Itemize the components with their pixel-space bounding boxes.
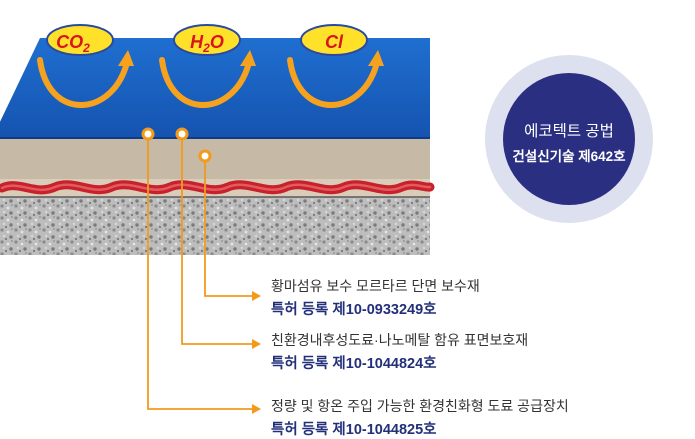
leader-arrow-icon [252, 339, 261, 349]
label-coating: 친환경내후성도료·나노메탈 함유 표면보호재 [271, 332, 529, 348]
molecule-co2: CO2 [46, 24, 114, 56]
marker-dot-coating [175, 127, 189, 141]
emission-arrows [37, 57, 379, 108]
patent-coating: 특허 등록 제10-1044824호 [271, 356, 437, 372]
leader-arrow-icon [252, 404, 261, 414]
molecule-cl: Cl [300, 24, 368, 56]
method-badge: 에코텍트 공법 건설신기술 제642호 [503, 73, 635, 205]
label-supply: 정량 및 항온 주입 가능한 환경친화형 도료 공급장치 [271, 398, 569, 414]
mortar-layer [0, 139, 430, 179]
patent-supply: 특허 등록 제10-1044825호 [271, 422, 437, 438]
concrete-base [0, 197, 430, 255]
marker-dot-supply [141, 127, 155, 141]
arrow-head-icon [368, 50, 384, 66]
badge-subtitle: 건설신기술 제642호 [512, 149, 626, 164]
arrow-head-icon [118, 50, 134, 66]
arrow-head-icon [240, 50, 256, 66]
leader-line-coating [181, 134, 252, 345]
marker-dot-mortar [198, 149, 212, 163]
badge-title: 에코텍트 공법 [524, 123, 614, 140]
svg-text:Cl: Cl [325, 32, 344, 52]
svg-text:CO2: CO2 [56, 32, 90, 55]
svg-text:H2O: H2O [190, 32, 224, 55]
leader-arrow-icon [252, 291, 261, 301]
patent-mortar: 특허 등록 제10-0933249호 [271, 302, 437, 318]
label-mortar: 황마섬유 보수 모르타르 단면 보수재 [271, 278, 480, 294]
coating-layer [0, 38, 430, 138]
molecule-h2o: H2O [173, 24, 241, 56]
jute-fiber-strand [0, 180, 435, 195]
leader-line-mortar [204, 156, 252, 297]
leader-line-supply [147, 134, 252, 410]
